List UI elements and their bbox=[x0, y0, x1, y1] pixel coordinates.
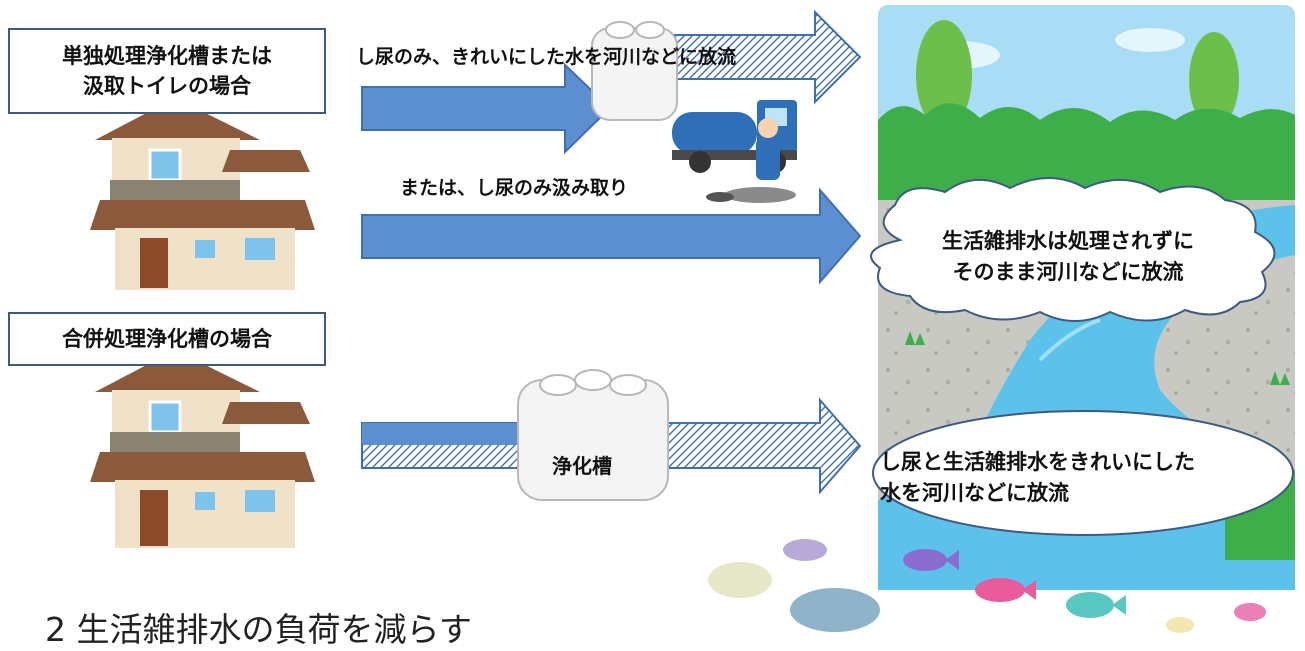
septic-tank-icon bbox=[591, 21, 678, 121]
arrow-top-solid bbox=[361, 62, 612, 155]
tank-label: 浄化槽 bbox=[552, 454, 612, 478]
ellipse-text: し尿と生活雑排水をきれいにした 水を河川などに放流 bbox=[880, 450, 1195, 505]
fish-icon bbox=[975, 578, 1036, 602]
fish-icon bbox=[1066, 592, 1126, 618]
vacuum-truck-icon bbox=[672, 100, 797, 203]
ellipse-callout bbox=[872, 410, 1294, 536]
case1-label-box: 単独処理浄化槽または 汲取トイレの場合 bbox=[8, 28, 326, 114]
cloud-callout bbox=[870, 177, 1276, 322]
cloud-text: 生活雑排水は処理されずに そのまま河川などに放流 bbox=[942, 229, 1194, 284]
case2-label-box: 合併処理浄化槽の場合 bbox=[8, 312, 326, 366]
fish-icon bbox=[903, 549, 959, 571]
house-icon bbox=[90, 98, 315, 290]
fish-icon bbox=[1166, 603, 1266, 633]
case1-upper-caption: し尿のみ、きれいにした水を河川などに放流 bbox=[356, 46, 737, 68]
section-title: 2 生活雑排水の負荷を減らす bbox=[45, 610, 472, 649]
house-icon bbox=[90, 350, 315, 548]
case1-lower-caption: または、し尿のみ汲み取り bbox=[400, 177, 629, 199]
arrow-middle-solid bbox=[361, 187, 862, 285]
combined-septic-tank-icon bbox=[517, 369, 669, 501]
